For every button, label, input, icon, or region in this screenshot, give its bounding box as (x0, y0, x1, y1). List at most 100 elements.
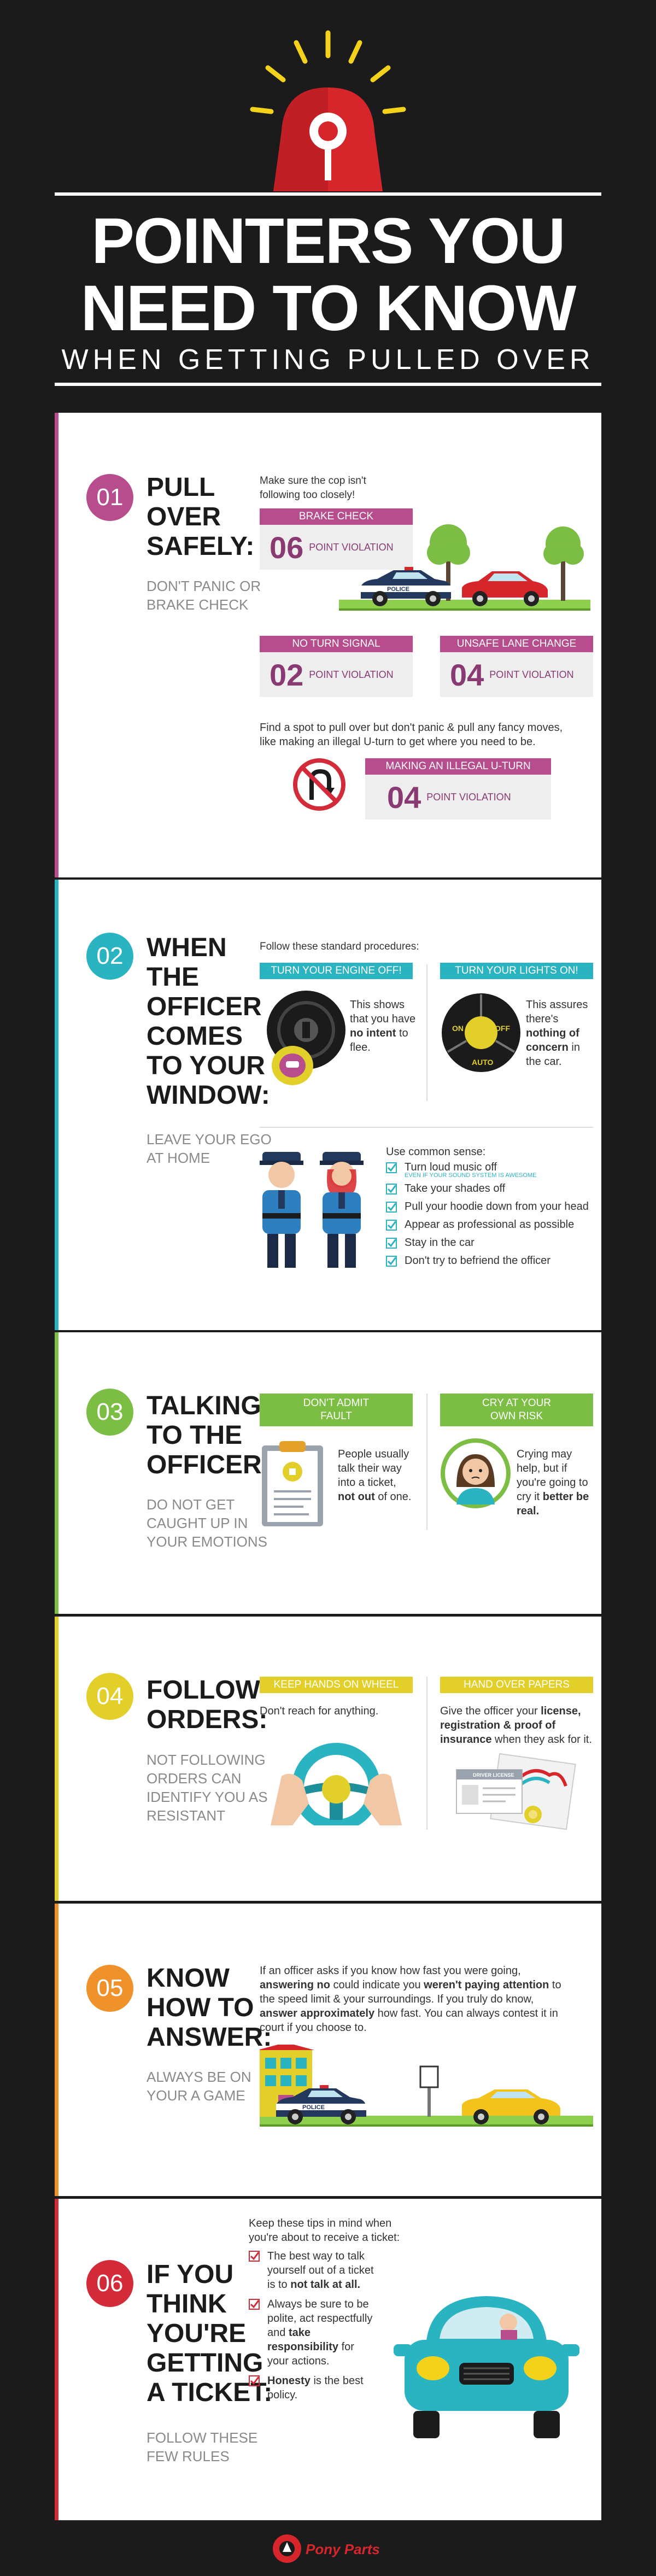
points-unit: POINT VIOLATION (309, 541, 394, 553)
section-05: 05 KNOW HOW TO ANSWER: ALWAYS BE ON YOUR… (55, 1904, 601, 2196)
svg-text:ON: ON (452, 1024, 464, 1033)
yellow-car-icon (462, 2089, 560, 2124)
road-scene-illustration: POLICE (260, 2045, 593, 2127)
unsafe-lane-change-label: UNSAFE LANE CHANGE (440, 636, 593, 652)
section-title: KNOW HOW TO ANSWER: (147, 1964, 311, 2052)
title-line: A TICKET: (147, 2378, 273, 2407)
checkbox-checked-icon (386, 1219, 397, 1231)
title-line: ANSWER: (147, 2023, 272, 2052)
title-line: TO THE (147, 1421, 243, 1450)
section-title: TALKING TO THE OFFICER: (147, 1391, 311, 1480)
list-item: Always be sure to be polite, act respect… (249, 2297, 374, 2368)
engine-off-label: TURN YOUR ENGINE OFF! (260, 963, 413, 979)
section-number: 04 (86, 1673, 133, 1720)
blue-car-front-icon (394, 2296, 579, 2438)
section-stripe (55, 880, 58, 1330)
points-unit: POINT VIOLATION (309, 669, 394, 680)
title-line: YOU'RE (147, 2319, 247, 2348)
section-number: 01 (86, 474, 133, 521)
hero-top-rule (55, 192, 601, 196)
title-line: ORDERS: (147, 1705, 268, 1734)
section-subtitle: NOT FOLLOWING ORDERS CAN IDENTIFY YOU AS… (147, 1752, 268, 1824)
points-unit: POINT VIOLATION (489, 669, 574, 680)
svg-text:DRIVER LICENSE: DRIVER LICENSE (473, 1772, 514, 1778)
list-item: Honesty is the best policy. (249, 2374, 374, 2402)
title-line: WHEN (147, 933, 227, 962)
title-line: GETTING (147, 2349, 263, 2378)
section-subtitle: LEAVE YOUR EGO AT HOME (147, 1131, 272, 1166)
svg-text:AUTO: AUTO (472, 1058, 494, 1067)
pull-over-note: Find a spot to pull over but don't panic… (260, 722, 563, 748)
cry-at-own-risk-text: Crying may help, but if you're going to … (517, 1448, 589, 1517)
tree-icon (427, 524, 470, 601)
list-item: Stay in the car (386, 1234, 594, 1252)
checkbox-checked-icon (249, 2299, 260, 2310)
divider (260, 1127, 593, 1128)
points-number: 06 (270, 530, 304, 565)
hand-over-papers-text: Give the officer your license, registrat… (440, 1705, 592, 1746)
list-item-note: EVEN IF YOUR SOUND SYSTEM IS AWESOME (405, 1172, 537, 1179)
answer-paragraph: If an officer asks if you know how fast … (260, 1965, 561, 2034)
police-officer-icon (320, 1152, 364, 1268)
hero-bottom-rule (55, 383, 601, 386)
no-u-turn-icon (293, 758, 345, 811)
section-number: 05 (86, 1965, 133, 2012)
pony-parts-logo: Pony Parts (273, 2534, 380, 2563)
section-stripe (55, 1904, 58, 2196)
hero-title-line1: POINTERS YOU (91, 205, 566, 277)
illegal-u-turn-label: MAKING AN ILLEGAL U-TURN (365, 758, 551, 775)
tree-icon (543, 526, 584, 601)
svg-text:OFF: OFF (495, 1024, 510, 1033)
section-title: IF YOU THINK YOU'RE GETTING A TICKET: (147, 2260, 311, 2408)
section-03: 03 TALKING TO THE OFFICER: DO NOT GET CA… (55, 1332, 601, 1614)
points-number: 02 (270, 657, 304, 692)
title-line: OFFICER (147, 992, 262, 1021)
section-number: 03 (86, 1389, 133, 1436)
points-number: 04 (387, 780, 421, 815)
section-stripe (55, 1617, 58, 1901)
svg-text:Pony Parts: Pony Parts (306, 2541, 380, 2557)
title-line: OVER (147, 502, 221, 531)
section-title: PULL OVER SAFELY: (147, 473, 311, 561)
list-item: Pull your hoodie down from your head (386, 1198, 594, 1216)
section-title: WHEN THE OFFICER COMES TO YOUR WINDOW: (147, 933, 311, 1110)
light-dial-icon: ON OFF AUTO (442, 993, 520, 1072)
divider (426, 1677, 427, 1830)
section-01: 01 PULL OVER SAFELY: DON'T PANIC OR BRAK… (55, 413, 601, 877)
speed-sign-icon (419, 2065, 439, 2117)
section-subtitle: FOLLOW THESE FEW RULES (147, 2429, 258, 2464)
divider (426, 1394, 427, 1530)
checkbox-checked-icon (386, 1237, 397, 1249)
list-item: The best way to talk yourself out of a t… (249, 2249, 374, 2292)
section-stripe (55, 413, 58, 877)
section-number: 02 (86, 933, 133, 980)
title-line: TO YOUR (147, 1051, 265, 1080)
title-line: TALKING (147, 1391, 261, 1420)
section-06: 06 IF YOU THINK YOU'RE GETTING A TICKET:… (55, 2199, 601, 2520)
title-line: COMES (147, 1022, 243, 1051)
unsafe-lane-change-points: 04 POINT VIOLATION (440, 652, 593, 697)
papers-icon: DRIVER LICENSE (456, 1753, 576, 1830)
dont-admit-fault-text: People usually talk their way into a tic… (338, 1448, 412, 1503)
checkbox-checked-icon (386, 1162, 397, 1173)
title-line: FOLLOW (147, 1676, 260, 1705)
hero-title-line2: NEED TO KNOW (80, 272, 577, 344)
section-subtitle: ALWAYS BE ON YOUR A GAME (147, 2069, 251, 2104)
red-car-icon (462, 571, 548, 606)
hand-over-papers-label: HAND OVER PAPERS (440, 1677, 593, 1693)
title-line: IF YOU (147, 2260, 234, 2289)
keep-hands-on-wheel-label: KEEP HANDS ON WHEEL (260, 1677, 413, 1693)
police-officers-illustration (260, 1152, 364, 1268)
checkbox-checked-icon (386, 1255, 397, 1267)
lights-on-text: This assures there's nothing of concern … (526, 999, 588, 1068)
clipboard-icon (262, 1441, 323, 1526)
common-sense-list: Turn loud music off EVEN IF YOUR SOUND S… (386, 1158, 594, 1270)
police-car-icon: POLICE (276, 2085, 366, 2124)
title-line: SAFELY: (147, 532, 255, 561)
title-line: THINK (147, 2290, 227, 2319)
section-04: 04 FOLLOW ORDERS: NOT FOLLOWING ORDERS C… (55, 1617, 601, 1901)
title-line: HOW TO (147, 1993, 254, 2022)
ticket-tips-list: The best way to talk yourself out of a t… (249, 2249, 374, 2402)
